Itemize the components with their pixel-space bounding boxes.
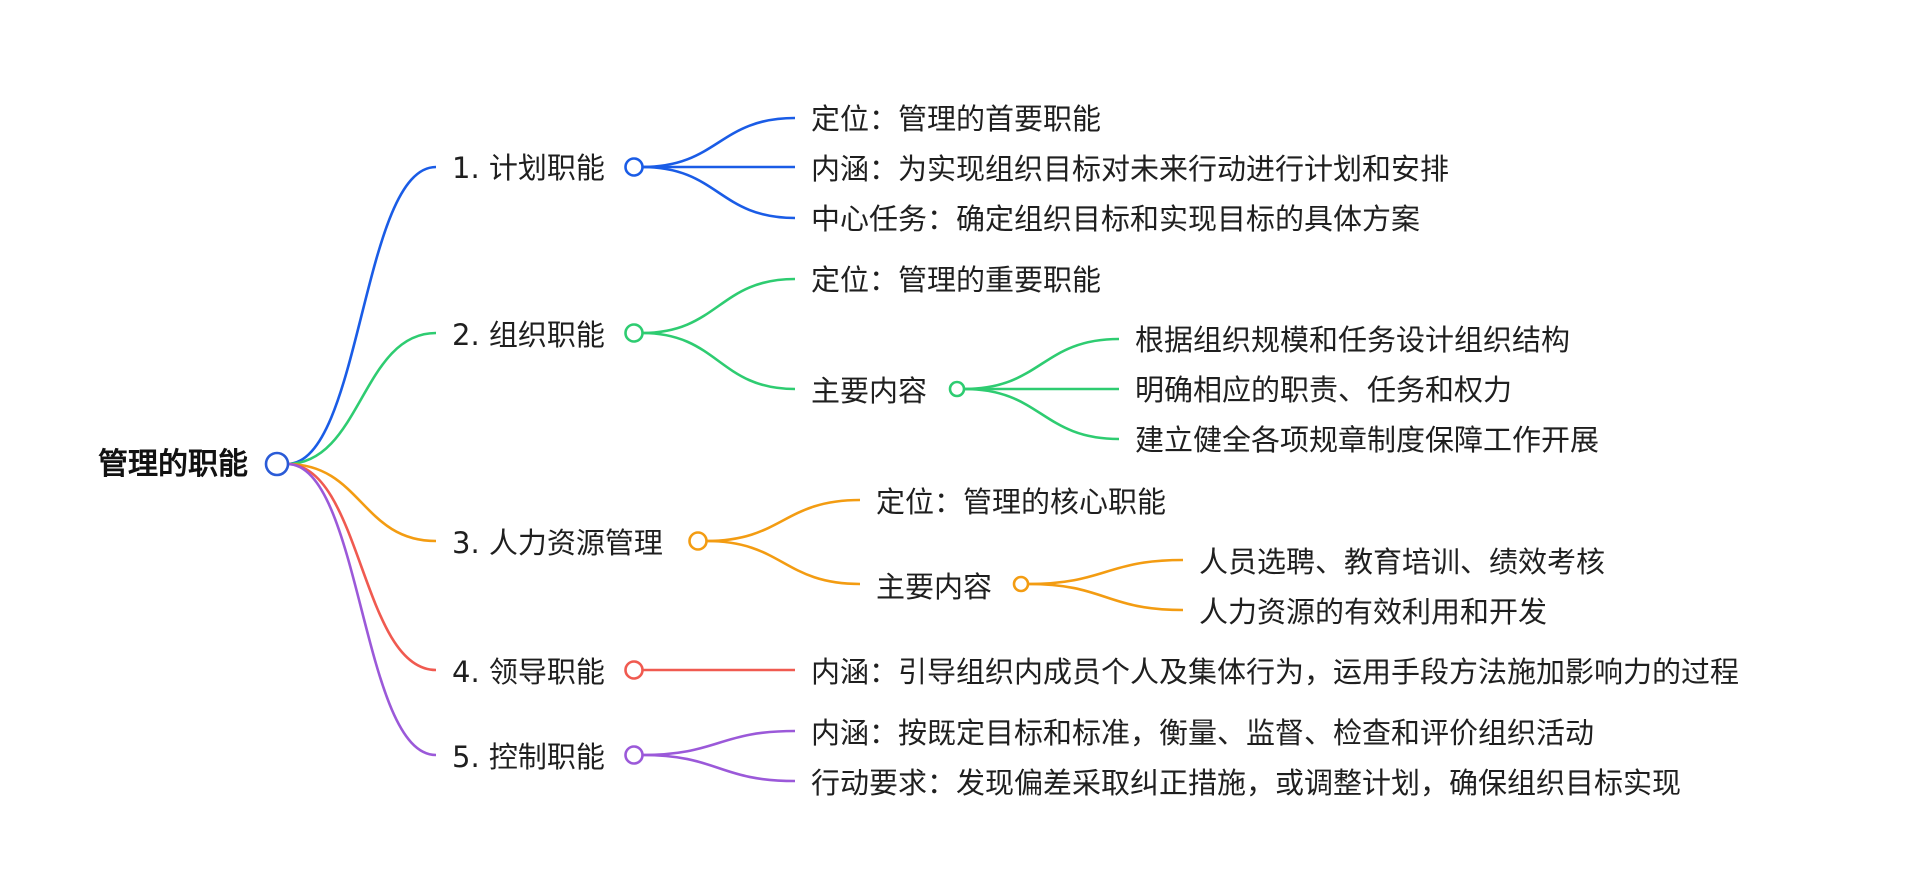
edge-branch-2-child-2: [641, 331, 796, 391]
branch-4-knot[interactable]: [624, 660, 644, 680]
branch-3-child-2-knot[interactable]: [1012, 575, 1030, 593]
edge-branch-2-child-1: [641, 277, 796, 335]
edge-branch-3-grandchild-1: [1027, 558, 1184, 586]
branch-2-child-1: 定位：管理的重要职能: [811, 263, 1101, 297]
branch-1-label: 1. 计划职能: [452, 151, 605, 185]
branch-3-child-2-label: 主要内容: [876, 570, 992, 604]
branch-2-child-2-knot[interactable]: [948, 380, 966, 398]
edge-branch-1-child-1: [641, 116, 796, 169]
edge-branch-2-grandchild-3: [963, 387, 1120, 441]
edge-branch-3-grandchild-2: [1027, 582, 1184, 612]
branch-3-grandchild-2: 人力资源的有效利用和开发: [1199, 595, 1547, 629]
branch-1-child-3: 中心任务：确定组织目标和实现目标的具体方案: [811, 202, 1420, 236]
branch-1-child-1: 定位：管理的首要职能: [811, 102, 1101, 136]
branch-2-grandchild-2: 明确相应的职责、任务和权力: [1135, 373, 1512, 407]
edge-root-branch-2: [286, 331, 437, 466]
edge-root-branch-4: [286, 462, 437, 672]
branch-2-knot[interactable]: [624, 323, 644, 343]
branch-5-knot[interactable]: [624, 745, 644, 765]
branch-2-label: 2. 组织职能: [452, 318, 605, 352]
root-label: 管理的职能: [98, 447, 248, 482]
branch-5-child-2: 行动要求：发现偏差采取纠正措施，或调整计划，确保组织目标实现: [811, 766, 1681, 800]
edge-branch-1-child-3: [641, 165, 796, 220]
branch-3-label: 3. 人力资源管理: [452, 526, 663, 560]
branch-3-knot[interactable]: [688, 531, 708, 551]
branch-5-label: 5. 控制职能: [452, 740, 605, 774]
branch-3-grandchild-1: 人员选聘、教育培训、绩效考核: [1199, 545, 1605, 579]
branch-1-knot[interactable]: [624, 157, 644, 177]
branch-2-child-2-label: 主要内容: [811, 374, 927, 408]
root-knot[interactable]: [264, 451, 290, 477]
edge-root-branch-1: [286, 165, 437, 466]
branch-4-label: 4. 领导职能: [452, 655, 605, 689]
edge-branch-3-child-2: [705, 539, 861, 586]
branch-4-child-1: 内涵：引导组织内成员个人及集体行为，运用手段方法施加影响力的过程: [811, 655, 1739, 689]
branch-5-child-1: 内涵：按既定目标和标准，衡量、监督、检查和评价组织活动: [811, 716, 1594, 750]
edge-root-branch-3: [286, 462, 437, 543]
connector-layer: [286, 116, 1184, 783]
node-layer: 管理的职能 1. 计划职能 定位：管理的首要职能 内涵：为实现组织目标对未来行动…: [98, 102, 1739, 800]
edge-root-branch-5: [286, 462, 437, 757]
edge-branch-5-child-1: [641, 729, 796, 757]
edge-branch-2-grandchild-1: [963, 337, 1120, 391]
edge-branch-5-child-2: [641, 753, 796, 783]
branch-3-child-1: 定位：管理的核心职能: [876, 485, 1166, 519]
branch-2-grandchild-1: 根据组织规模和任务设计组织结构: [1135, 323, 1570, 357]
branch-1-child-2: 内涵：为实现组织目标对未来行动进行计划和安排: [811, 152, 1449, 186]
edge-branch-3-child-1: [705, 498, 861, 543]
branch-2-grandchild-3: 建立健全各项规章制度保障工作开展: [1135, 423, 1599, 457]
